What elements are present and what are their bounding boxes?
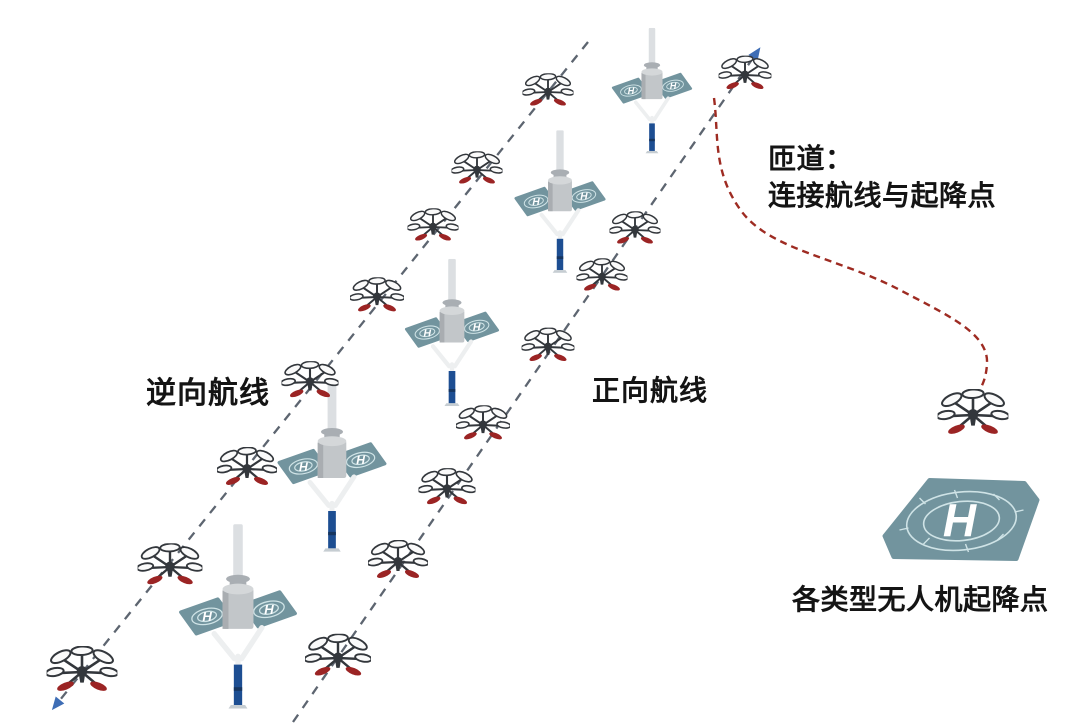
ramp-curve — [712, 97, 989, 395]
helipad-tower — [516, 130, 604, 273]
ramp-label-desc: 连接航线与起降点 — [768, 180, 997, 211]
drone-icon — [609, 211, 661, 246]
landing-drone-icon — [937, 389, 1009, 438]
reverse-route-line — [59, 41, 589, 701]
drone-icon — [576, 258, 628, 293]
drone-icon — [521, 327, 575, 364]
route-lines-layer — [51, 41, 761, 723]
drone-icon — [522, 73, 574, 108]
landing-caption: 各类型无人机起降点 — [792, 584, 1049, 615]
drone-icon — [350, 277, 404, 314]
drone-icon — [407, 208, 459, 243]
forward-route-label: 正向航线 — [592, 375, 709, 406]
helipad-tower — [611, 27, 693, 154]
drone-icon — [217, 447, 277, 488]
forward-route-arrow-icon — [748, 47, 761, 62]
landing-helipad-icon — [885, 480, 1038, 559]
helipad-tower — [406, 259, 497, 406]
drone-icon — [368, 540, 428, 581]
ramp-label: 匝道： 连接航线与起降点 — [768, 140, 996, 214]
drone-icon — [456, 405, 510, 442]
helipad-tower — [181, 524, 295, 708]
drone-icon — [418, 468, 476, 507]
drone-icon — [718, 55, 772, 92]
drone-icon — [137, 543, 203, 588]
drone-icon — [46, 646, 118, 695]
ramp-label-title: 匝道： — [768, 143, 854, 174]
reverse-route-label: 逆向航线 — [146, 377, 270, 410]
reverse-route-arrow-icon — [51, 696, 65, 711]
drone-icon — [305, 633, 371, 679]
